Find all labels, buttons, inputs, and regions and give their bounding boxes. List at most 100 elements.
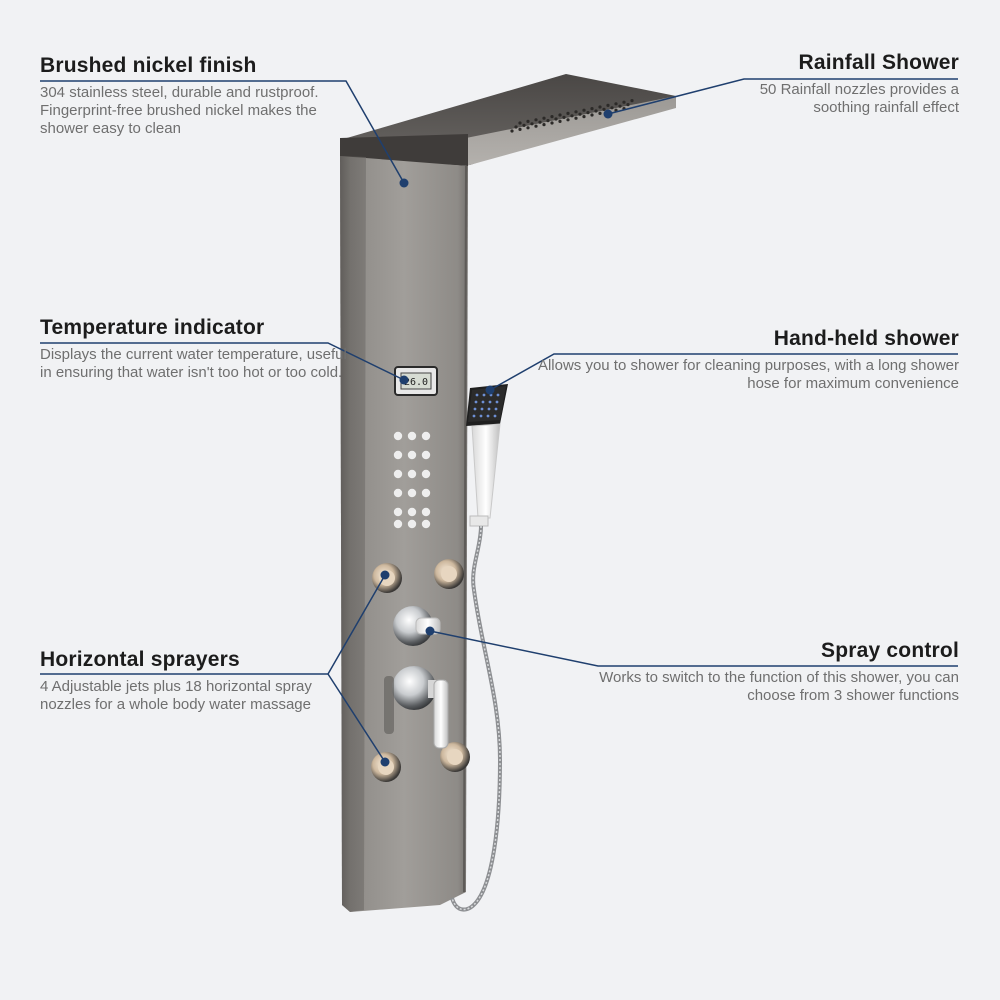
hand-shower-nozzles [472, 393, 500, 418]
feature-title: Temperature indicator [40, 316, 265, 339]
feature-title: Horizontal sprayers [40, 648, 240, 671]
nozzle [594, 109, 598, 113]
nozzle [518, 121, 522, 125]
nozzle [421, 519, 431, 529]
feature-description: Allows you to shower for cleaning purpos… [537, 357, 959, 392]
nozzle [574, 110, 578, 114]
nozzle [534, 118, 538, 122]
nozzle [495, 400, 499, 404]
nozzle [566, 111, 570, 115]
nozzle [393, 507, 403, 517]
nozzle [518, 127, 522, 131]
adjustable-jet-3 [371, 752, 401, 782]
nozzle [558, 119, 562, 123]
nozzle [421, 431, 431, 441]
nozzle [393, 469, 403, 479]
nozzle [407, 431, 417, 441]
nozzle [407, 469, 417, 479]
nozzle [487, 407, 491, 411]
nozzle [393, 488, 403, 498]
nozzle [542, 123, 546, 127]
nozzle [407, 507, 417, 517]
mixer-valve [384, 666, 449, 749]
nozzle [522, 123, 526, 127]
callout-dot-horizontal-bottom [380, 757, 390, 767]
feature-temperature-indicator: Temperature indicator Displays the curre… [40, 316, 360, 382]
nozzle [566, 118, 570, 122]
nozzle [570, 114, 574, 118]
nozzle [534, 124, 538, 128]
nozzle [480, 407, 484, 411]
feature-brushed-nickel: Brushed nickel finish 304 stainless stee… [40, 54, 360, 138]
hand-shower [466, 384, 508, 527]
nozzle [526, 119, 530, 123]
nozzle [550, 121, 554, 125]
nozzle [618, 104, 622, 108]
feature-hand-held-shower: Hand-held shower Allows you to shower fo… [529, 327, 959, 393]
nozzle [407, 488, 417, 498]
nozzle [475, 393, 479, 397]
temperature-reading: 26.0 [404, 377, 428, 388]
nozzle [494, 407, 498, 411]
callout-dot-handheld [485, 385, 495, 395]
nozzle [622, 100, 626, 104]
feature-title: Hand-held shower [773, 327, 959, 350]
nozzle [472, 414, 476, 418]
feature-title: Rainfall Shower [798, 51, 959, 74]
nozzle [421, 507, 431, 517]
nozzle [421, 469, 431, 479]
nozzle [606, 103, 610, 107]
nozzle [510, 129, 514, 133]
nozzle [574, 116, 578, 120]
nozzle [481, 400, 485, 404]
nozzle [546, 119, 550, 123]
feature-description: 304 stainless steel, durable and rustpro… [40, 84, 319, 137]
rainfall-nozzles [510, 99, 634, 133]
nozzle [473, 407, 477, 411]
nozzle [407, 519, 417, 529]
nozzle [590, 107, 594, 111]
nozzle [586, 111, 590, 115]
nozzle [538, 120, 542, 124]
nozzle [598, 111, 602, 115]
nozzle [407, 450, 417, 460]
nozzle [421, 488, 431, 498]
feature-horizontal-sprayers: Horizontal sprayers 4 Adjustable jets pl… [40, 648, 360, 714]
nozzle [526, 126, 530, 130]
nozzle [393, 431, 403, 441]
nozzle [582, 108, 586, 112]
nozzle [488, 400, 492, 404]
nozzle [530, 122, 534, 126]
nozzle [482, 393, 486, 397]
nozzle [479, 414, 483, 418]
feature-description: Works to switch to the function of this … [599, 669, 959, 704]
nozzle [578, 112, 582, 116]
callout-dot-rainfall [603, 109, 613, 119]
callout-dot-horizontal-top [380, 570, 390, 580]
nozzle [602, 107, 606, 111]
feature-description: Displays the current water temperature, … [40, 346, 347, 381]
nozzle [514, 125, 518, 129]
adjustable-jet-4 [440, 742, 470, 772]
nozzle [550, 115, 554, 119]
temperature-display: 26.0 [394, 366, 438, 396]
feature-title: Spray control [821, 639, 959, 662]
feature-description: 50 Rainfall nozzles provides a soothing … [759, 81, 959, 116]
nozzle [496, 393, 500, 397]
callout-dot-spray [425, 626, 435, 636]
nozzle [542, 116, 546, 120]
nozzle [630, 99, 634, 103]
nozzle [393, 450, 403, 460]
callout-dot-temperature [399, 375, 409, 385]
callout-dots [380, 109, 613, 767]
feature-title: Brushed nickel finish [40, 54, 257, 77]
nozzle [562, 115, 566, 119]
nozzle [598, 105, 602, 109]
nozzle [558, 113, 562, 117]
callout-lines [40, 78, 958, 763]
nozzle [582, 115, 586, 119]
feature-rainfall-shower: Rainfall Shower 50 Rainfall nozzles prov… [699, 51, 959, 117]
shower-panel [340, 156, 468, 912]
feature-spray-control: Spray control Works to switch to the fun… [599, 639, 959, 705]
